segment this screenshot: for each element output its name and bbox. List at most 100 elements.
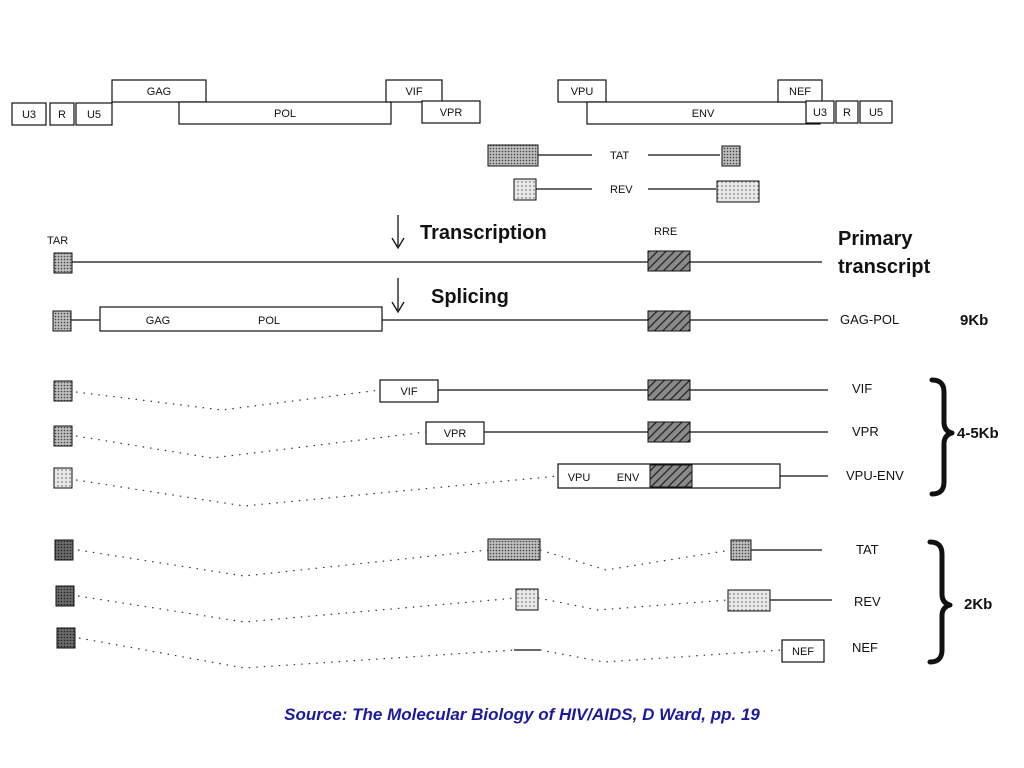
row-vpr: VPR VPR	[53, 421, 879, 459]
tar-label: TAR	[47, 235, 68, 247]
splicing-label: Splicing	[431, 286, 509, 308]
ltr-left-u3-box	[11, 102, 47, 126]
genome-map: U3 R U5 GAG POL VIF VPR VPU ENV NEF U3 R…	[11, 79, 893, 126]
splicing-arrow-icon	[391, 301, 405, 314]
primary-label-2: transcript	[838, 256, 931, 278]
splicing-step: Splicing	[391, 278, 509, 314]
ltr-left-u5-label: U5	[87, 109, 101, 121]
tat-exon1-map	[487, 144, 539, 167]
rev-label: REV	[854, 594, 881, 609]
vpr-gene-box	[421, 100, 481, 124]
transcription-arrow-icon	[391, 237, 405, 250]
ltr-right-u5-box	[859, 100, 893, 124]
nef-splice-dots-a	[78, 637, 515, 669]
pol-gene-box	[178, 101, 392, 125]
vif-exon-box	[379, 379, 439, 403]
gag-pol-exon-gag: GAG	[146, 315, 170, 327]
nef-gene-box	[777, 79, 823, 103]
primary-tar-box	[53, 252, 73, 274]
rev-exon1-map	[513, 178, 537, 201]
vpr-label: VPR	[852, 424, 879, 439]
vif-tar-box	[53, 380, 73, 402]
vif-gene-box	[385, 79, 443, 103]
rev-splice-dots-a	[77, 595, 517, 623]
tat-exon2	[730, 539, 752, 561]
row-nef: NEF NEF	[56, 627, 878, 669]
gag-pol-tar-box	[52, 310, 72, 332]
row-vif: VIF VIF	[53, 379, 872, 411]
row-gag-pol: GAG POL GAG-POL 9Kb	[52, 306, 988, 332]
mid-group-brace	[929, 377, 955, 497]
ltr-left-r-box	[49, 102, 75, 126]
vpu-env-tar-box	[53, 467, 73, 489]
tat-splice-dots-a	[77, 549, 489, 577]
vpu-env-label: VPU-ENV	[846, 468, 904, 483]
vpr-gene-label: VPR	[440, 107, 463, 119]
tat-exon1	[487, 538, 541, 561]
rev-exon1	[515, 588, 539, 611]
vpr-exon-box	[425, 421, 485, 445]
source-citation: Source: The Molecular Biology of HIV/AID…	[284, 705, 760, 724]
ltr-right-r-box	[835, 100, 859, 124]
row-tat: TAT	[54, 538, 879, 577]
rre-label: RRE	[654, 226, 677, 238]
tat-exon2-map	[721, 145, 741, 167]
vif-rre-box	[647, 379, 691, 401]
ltr-left-r-label: R	[58, 109, 66, 121]
ltr-right-u3-label: U3	[813, 107, 827, 119]
row-vpu-env: VPU ENV VPU-ENV	[53, 463, 904, 507]
gag-pol-rre-box	[647, 310, 691, 332]
vpr-tar-box	[53, 425, 73, 447]
nef-tar-box	[56, 627, 76, 649]
vpu-env-splice-dots	[75, 475, 559, 507]
tat-map-label: TAT	[610, 150, 629, 162]
mid-group-size: 4-5Kb	[957, 425, 999, 442]
gag-pol-label: GAG-POL	[840, 312, 899, 327]
small-group-brace	[927, 539, 953, 665]
rev-exon2-map	[716, 180, 760, 203]
tat-label: TAT	[856, 542, 879, 557]
nef-gene-label: NEF	[789, 86, 811, 98]
env-gene-label: ENV	[692, 108, 715, 120]
vpu-env-rre-box	[649, 464, 693, 488]
tat-tar-box	[54, 539, 74, 561]
primary-transcript: Primary transcript	[53, 228, 931, 278]
small-group-size: 2Kb	[964, 596, 992, 613]
primary-label-1: Primary	[838, 228, 913, 250]
vpu-env-exon-env: ENV	[617, 472, 640, 484]
vpu-env-exon-vpu: VPU	[568, 472, 591, 484]
vif-splice-dots	[75, 389, 381, 411]
vpr-exon-label: VPR	[444, 428, 467, 440]
tat-rev-genome-exons: TAT REV	[487, 144, 760, 203]
transcription-label: Transcription	[420, 222, 547, 244]
gag-pol-exon-box	[99, 306, 383, 332]
rev-tar-box	[55, 585, 75, 607]
nef-exon-box	[781, 639, 825, 663]
gag-pol-size: 9Kb	[960, 312, 988, 329]
vpu-gene-box	[557, 79, 607, 103]
rev-splice-dots-b	[537, 597, 729, 611]
ltr-right-u5-label: U5	[869, 107, 883, 119]
row-rev: REV	[55, 585, 881, 623]
vpu-gene-label: VPU	[571, 86, 594, 98]
gag-gene-box	[111, 79, 207, 103]
vpr-splice-dots	[75, 431, 427, 459]
tat-splice-dots-b	[539, 549, 732, 571]
rev-map-label: REV	[610, 184, 633, 196]
pol-gene-label: POL	[274, 108, 296, 120]
gag-gene-label: GAG	[147, 86, 171, 98]
primary-rre-box	[647, 250, 691, 272]
ltr-right-u3-box	[805, 100, 835, 124]
hiv-splicing-diagram: U3 R U5 GAG POL VIF VPR VPU ENV NEF U3 R…	[11, 79, 999, 669]
nef-label: NEF	[852, 640, 878, 655]
vpr-rre-box	[647, 421, 691, 443]
ltr-left-u5-box	[75, 102, 113, 126]
vif-gene-label: VIF	[405, 86, 422, 98]
nef-splice-dots-b	[539, 649, 783, 663]
vif-exon-label: VIF	[400, 386, 417, 398]
ltr-left-u3-label: U3	[22, 109, 36, 121]
vif-label: VIF	[852, 381, 872, 396]
rev-exon2	[727, 589, 771, 612]
nef-exon-label: NEF	[792, 646, 814, 658]
ltr-right-r-label: R	[843, 107, 851, 119]
